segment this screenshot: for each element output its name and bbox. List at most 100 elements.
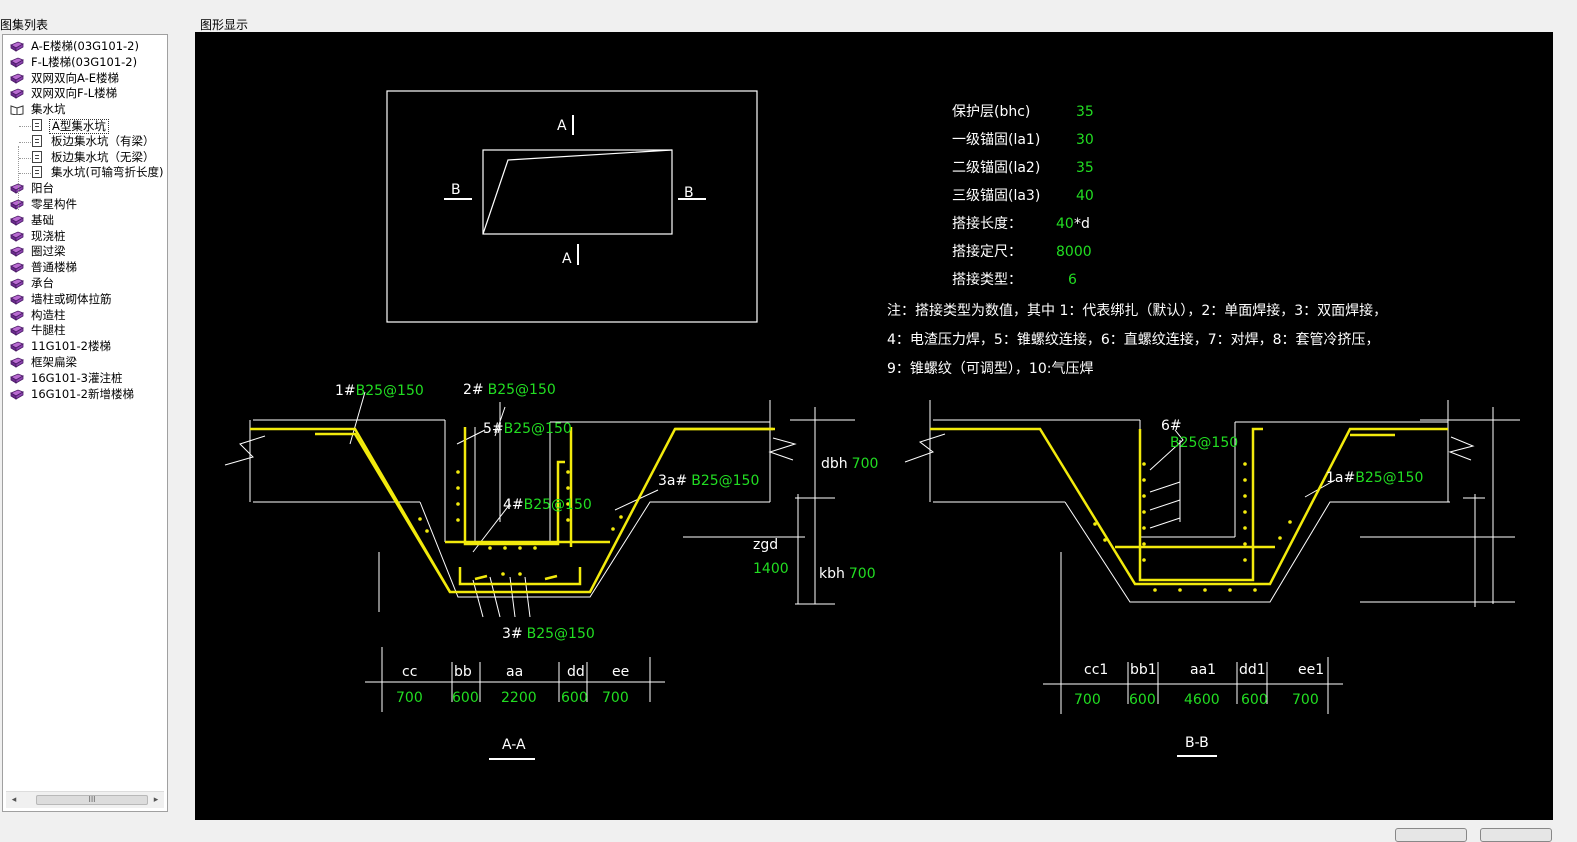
rebar-dot [1243,494,1247,498]
open-book-icon [10,105,24,116]
rebar-dot [1142,526,1146,530]
rebar-dot [1243,462,1247,466]
tree-item[interactable]: A型集水坑 [3,118,167,134]
book-icon [10,310,24,321]
tree-item[interactable]: 框架扁梁 [3,355,167,371]
tree-item[interactable]: F-L楼梯(03G101-2) [3,55,167,71]
tree-item[interactable]: 圈过梁 [3,244,167,260]
plan-slope-line [482,149,673,235]
rebar-dot [566,518,570,522]
tree-item[interactable]: 墙柱或砌体拉筋 [3,292,167,308]
scroll-left-arrow-icon[interactable]: ◂ [11,795,17,805]
tree-item[interactable]: 集水坑(可输弯折长度) [3,165,167,181]
book-icon [10,246,24,258]
atlas-tree[interactable]: A-E楼梯(03G101-2)F-L楼梯(03G101-2)双网双向A-E楼梯双… [3,39,167,402]
rebar-dot [456,486,460,490]
param-value: 30 [1076,132,1094,148]
tree-item-label: 墙柱或砌体拉筋 [31,291,112,306]
atlas-tree-panel[interactable]: A-E楼梯(03G101-2)F-L楼梯(03G101-2)双网双向A-E楼梯双… [2,34,168,812]
rebar-dot [1093,522,1097,526]
note-line: 注：搭接类型为数值，其中 1：代表绑扎（默认），2：单面焊接，3：双面焊接， [887,302,1387,319]
param-value: 40 [1056,216,1074,232]
rebar-dot [1243,478,1247,482]
graphic-panel-title: 图形显示 [200,18,249,32]
tree-item-label: 集水坑(可输弯折长度) [51,165,164,180]
dimension-label: dd [567,664,585,680]
tree-item[interactable]: 板边集水坑（无梁） [3,150,167,166]
tree-item-label: 承台 [31,275,54,290]
book-icon [10,373,24,384]
dimension-value: 600 [1129,692,1156,708]
rebar-dot [1278,536,1282,540]
tree-connector [19,125,31,127]
dimension-value: 2200 [501,690,537,706]
tree-item[interactable]: 11G101-2楼梯 [3,339,167,355]
scroll-right-arrow-icon[interactable]: ▸ [153,795,159,805]
aa-bar3-label: 3#B25@150 [502,626,595,642]
tree-connector [19,173,31,175]
tree-item-label: 框架扁梁 [31,354,77,369]
tree-item-label: 圈过梁 [31,244,66,259]
document-icon [32,134,42,147]
document-icon [32,150,42,163]
rebar-dot [1103,538,1107,542]
param-label: 一级锚固(la1) [952,132,1040,148]
param-label: 保护层(bhc) [952,104,1030,120]
book-icon [10,325,24,337]
tree-item[interactable]: A-E楼梯(03G101-2) [3,39,167,55]
tree-horizontal-scrollbar[interactable]: ◂ III ▸ [6,791,164,808]
rebar-dot [1243,542,1247,546]
note-line: 4：电渣压力焊，5：锥螺纹连接，6：直螺纹连接，7：对焊，8：套管冷挤压， [887,331,1380,348]
rebar-dot [611,527,615,531]
tree-panel-title: 图集列表 [0,18,49,32]
tree-item-label: F-L楼梯(03G101-2) [31,54,138,69]
tree-item[interactable]: 基础 [3,213,167,229]
book-icon [10,278,24,289]
tree-item[interactable]: 双网双向A-E楼梯 [3,71,167,87]
plan-mark-a-bottom: A [562,251,572,267]
aa-bar3a-label: 3a#B25@150 [658,473,759,489]
book-icon [10,57,24,68]
cancel-button[interactable] [1480,828,1552,842]
tree-item[interactable]: 16G101-3灌注桩 [3,371,167,387]
rebar-dot [456,518,460,522]
dimension-label: ee [612,664,629,680]
rebar-dot [1243,526,1247,530]
tree-item[interactable]: 阳台 [3,181,167,197]
dimension-label: dd1 [1239,662,1266,678]
tree-item[interactable]: 牛腿柱 [3,323,167,339]
book-icon [10,231,24,242]
tree-item[interactable]: 双网双向F-L楼梯 [3,86,167,102]
plan-pit-outline [482,149,673,235]
tree-item[interactable]: 构造柱 [3,308,167,324]
dimension-label: aa1 [1190,662,1216,678]
book-icon [10,389,24,400]
tree-item[interactable]: 16G101-2新增楼梯 [3,387,167,403]
tree-item[interactable]: 普通楼梯 [3,260,167,276]
section-bb-distribution-bars [1093,462,1292,592]
rebar-dot [1142,558,1146,562]
plan-view [386,90,758,323]
tree-item[interactable]: 现浇桩 [3,229,167,245]
rebar-dot [1142,478,1146,482]
tree-item[interactable]: 板边集水坑（有梁） [3,134,167,150]
document-icon [32,118,42,131]
book-icon [10,183,24,194]
param-label: 三级锚固(la3) [952,188,1040,204]
tree-item[interactable]: 零星构件 [3,197,167,213]
aa-bar2-label: 2#B25@150 [463,382,556,398]
dimension-value: 4600 [1184,692,1220,708]
scroll-thumb[interactable]: III [36,795,148,805]
book-icon [10,294,24,305]
plan-mark-b-left: B [451,182,461,198]
tree-item[interactable]: 承台 [3,276,167,292]
tree-item[interactable]: 集水坑 [3,102,167,118]
rebar-dot [533,546,537,550]
ok-button[interactable] [1395,828,1467,842]
rebar-dot [1288,520,1292,524]
aa-bar5-label: 5#B25@150 [483,421,572,437]
tree-item-label: 双网双向A-E楼梯 [31,70,120,85]
